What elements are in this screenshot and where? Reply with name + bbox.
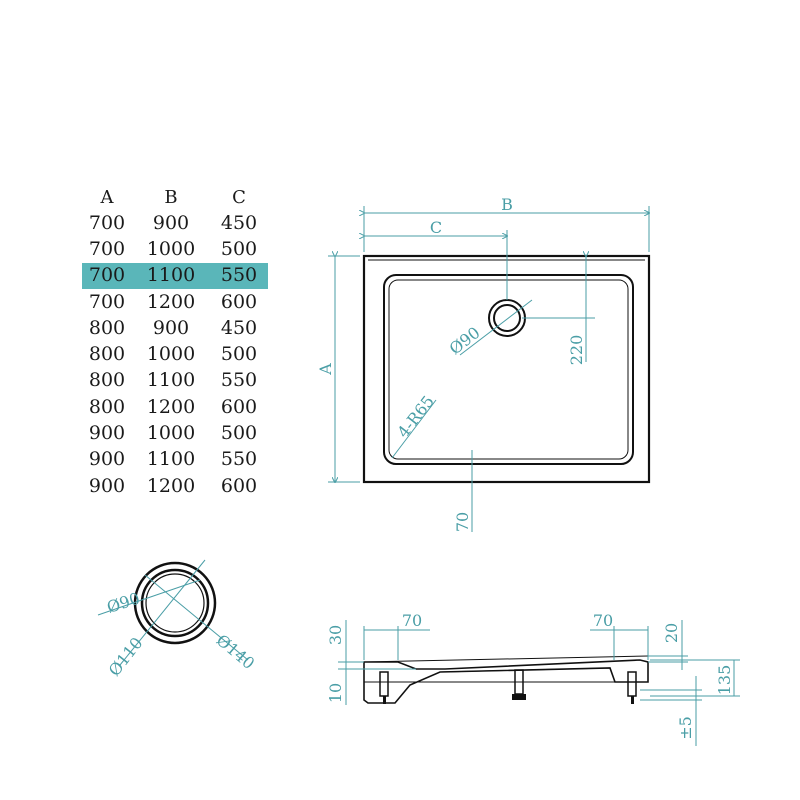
table-row: 900 1100 550 (82, 447, 268, 473)
table-cell-a: 700 (88, 290, 126, 313)
table-cell-a: 700 (88, 237, 126, 260)
table-cell-b: 1000 (146, 237, 196, 260)
table-cell-c: 550 (220, 264, 258, 287)
table-cell-a: 900 (88, 448, 126, 471)
table-row: 800 900 450 (82, 315, 268, 341)
drain-ring-90 (145, 573, 205, 633)
table-row-highlighted: 700 1100 550 (82, 262, 268, 289)
drain-leader (459, 299, 533, 356)
table-cell-b: 900 (152, 316, 190, 339)
table-cell-b: 1200 (146, 474, 196, 497)
adjust-label: ±5 (676, 716, 695, 740)
table-cell-c: 450 (220, 316, 258, 339)
table-cell-b: 900 (152, 211, 190, 234)
drain-leader-90 (97, 579, 201, 616)
drain-leader-140 (144, 574, 249, 661)
table-cell-b: 1200 (146, 395, 196, 418)
drain-ring-110 (140, 568, 210, 638)
b-label: B (501, 195, 513, 214)
table-cell-a: 700 (88, 211, 126, 234)
table-row: 900 1000 500 (82, 420, 268, 446)
drain-ring-140 (133, 561, 217, 645)
left-width-label: 70 (402, 611, 422, 630)
drain-offset-label: 220 (567, 335, 586, 366)
table-cell-a: 800 (88, 369, 126, 392)
header-c: C (232, 187, 246, 208)
table-cell-c: 600 (220, 474, 258, 497)
tray-top-line (363, 655, 649, 663)
table-cell-c: 600 (220, 395, 258, 418)
foot-left-pin (383, 696, 386, 704)
table-row: 700 1200 600 (82, 289, 268, 315)
height-label: 135 (715, 665, 734, 696)
table-cell-c: 550 (220, 448, 258, 471)
table-cell-b: 1100 (146, 448, 196, 471)
table-cell-c: 450 (220, 211, 258, 234)
table-cell-c: 500 (220, 422, 258, 445)
drain-inner (493, 304, 521, 332)
edge-offset-label: 70 (453, 512, 472, 532)
table-cell-a: 900 (88, 422, 126, 445)
table-cell-a: 800 (88, 343, 126, 366)
table-cell-c: 500 (220, 343, 258, 366)
tray-inner-outline (383, 274, 634, 465)
drain-diameter-label: Ø90 (446, 323, 484, 359)
a-label: A (316, 363, 335, 376)
table-row: 800 1200 600 (82, 394, 268, 420)
corner-radius-label: 4-R65 (393, 392, 438, 442)
table-cell-c: 550 (220, 369, 258, 392)
table-cell-a: 800 (88, 395, 126, 418)
table-cell-b: 1100 (146, 264, 196, 287)
table-cell-b: 1200 (146, 290, 196, 313)
table-cell-a: 800 (88, 316, 126, 339)
foot-middle-base (512, 694, 526, 700)
table-header: A B C (82, 186, 268, 210)
left-bottom-label: 10 (326, 683, 345, 703)
table-row: 800 1000 500 (82, 341, 268, 367)
side-view: 70 70 30 10 20 135 ±5 (326, 611, 740, 746)
c-label: C (430, 218, 442, 237)
drain-label-140: Ø140 (213, 630, 259, 673)
foot-left (379, 671, 389, 697)
right-width-label: 70 (593, 611, 613, 630)
right-top-label: 20 (662, 623, 681, 643)
table-row: 700 1000 500 (82, 236, 268, 262)
table-cell-c: 500 (220, 237, 258, 260)
tray-bottom-line (439, 667, 611, 673)
drain-detail: Ø90 Ø110 Ø140 (97, 559, 259, 680)
drain-leader-110 (119, 559, 206, 666)
table-row: 900 1200 600 (82, 473, 268, 499)
table-cell-a: 900 (88, 474, 126, 497)
table-row: 700 900 450 (82, 210, 268, 236)
header-b: B (164, 187, 178, 208)
tray-basin-outline (388, 279, 629, 460)
foot-right-pin (631, 696, 634, 704)
table-cell-a: 700 (88, 264, 126, 287)
dimension-table: A B C 700 900 450 700 1000 500 700 1100 550 700 12… (82, 186, 268, 499)
table-cell-b: 1000 (146, 343, 196, 366)
table-cell-c: 600 (220, 290, 258, 313)
drain-label-110: Ø110 (105, 634, 147, 680)
foot-right (627, 671, 637, 697)
top-view: B C A 220 Ø90 4-R65 70 (316, 195, 651, 532)
header-a: A (100, 187, 114, 208)
table-cell-b: 1100 (146, 369, 196, 392)
table-row: 800 1100 550 (82, 368, 268, 394)
table-cell-b: 1000 (146, 422, 196, 445)
radius-leader (391, 399, 437, 459)
left-top-label: 30 (326, 625, 345, 645)
